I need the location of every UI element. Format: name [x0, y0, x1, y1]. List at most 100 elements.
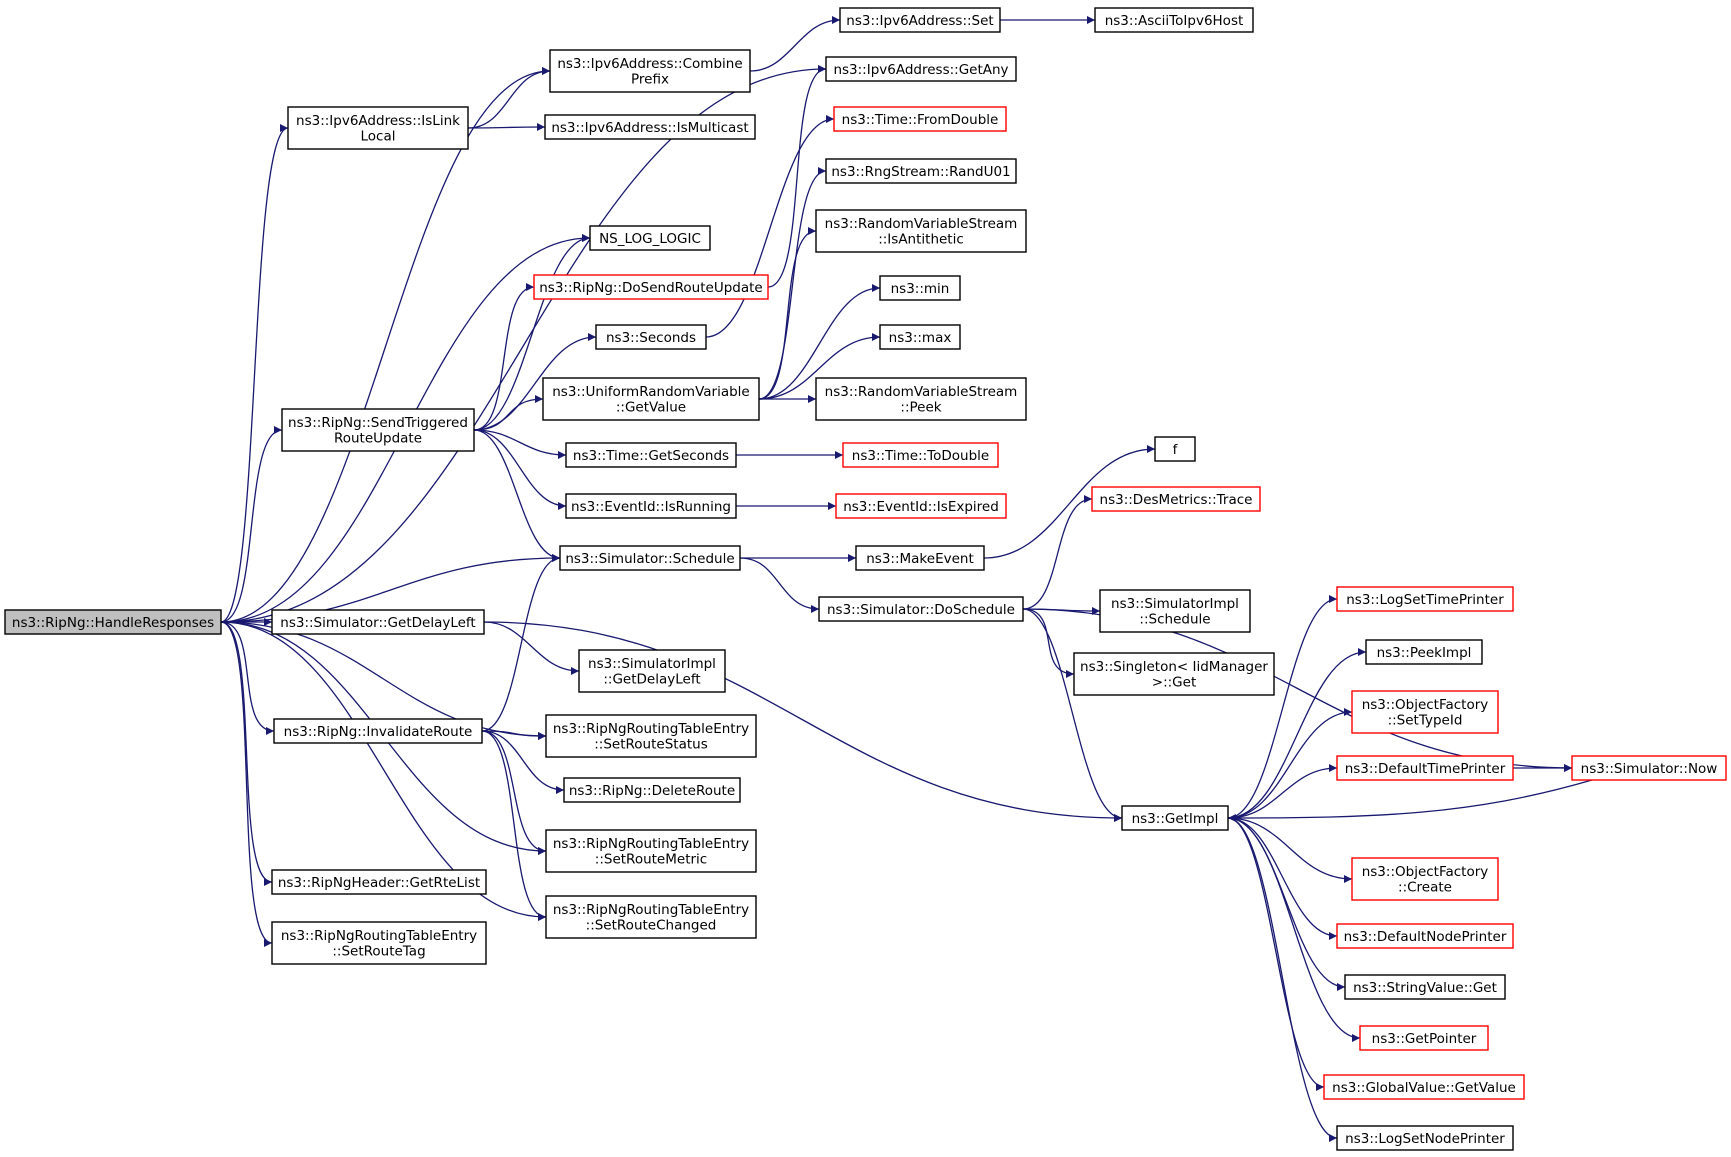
node-label: ::SetRouteMetric: [595, 852, 707, 868]
node-ns3-simulator-now[interactable]: ns3::Simulator::Now: [1571, 755, 1727, 781]
node-ns3-max[interactable]: ns3::max: [879, 324, 961, 350]
node-ns3-time-fromdouble[interactable]: ns3::Time::FromDouble: [833, 106, 1007, 132]
edge-sendtrig-to-urv: [473, 395, 544, 431]
node-label: ns3::Ipv6Address::GetAny: [833, 62, 1008, 78]
edge-getimpl-to-gvget: [1227, 817, 1325, 1091]
node-ns3-singleton-iidmanager-get[interactable]: ns3::Singleton< IidManager>::Get: [1073, 652, 1275, 696]
node-box: [1336, 755, 1514, 781]
node-ns3-simulator-schedule[interactable]: ns3::Simulator::Schedule: [559, 545, 741, 571]
node-ns3-logsetnodeprinter[interactable]: ns3::LogSetNodePrinter: [1336, 1125, 1514, 1151]
node-ns3-simulator-doschedule[interactable]: ns3::Simulator::DoSchedule: [818, 596, 1024, 622]
node-ns3-desmetrics-trace[interactable]: ns3::DesMetrics::Trace: [1091, 486, 1261, 512]
node-ns3-getpointer[interactable]: ns3::GetPointer: [1359, 1025, 1489, 1051]
node-ns3-min[interactable]: ns3::min: [879, 275, 961, 301]
node-box: [1121, 805, 1229, 831]
node-ns3-asciitoipv6host[interactable]: ns3::AsciiToIpv6Host: [1094, 7, 1254, 33]
node-ns3-ipv6address-set[interactable]: ns3::Ipv6Address::Set: [839, 7, 1001, 33]
node-box: [1336, 1125, 1514, 1151]
node-ns3-objectfactory-settypeid[interactable]: ns3::ObjectFactory::SetTypeId: [1351, 690, 1499, 734]
node-box: [1365, 639, 1483, 665]
node-ns3-ripng-dosendrouteupdate[interactable]: ns3::RipNg::DoSendRouteUpdate: [533, 274, 769, 300]
edge-sendtrig-to-sched: [473, 429, 561, 562]
node-label: ns3::Time::FromDouble: [842, 112, 999, 128]
node-label: ns3::Simulator::GetDelayLeft: [280, 615, 475, 631]
node-label: ns3::Time::GetSeconds: [573, 448, 729, 464]
node-ns3-simulator-getdelayleft[interactable]: ns3::Simulator::GetDelayLeft: [271, 609, 485, 635]
node-ns3-simulatorimpl-schedule[interactable]: ns3::SimulatorImpl::Schedule: [1099, 589, 1251, 633]
node-f[interactable]: f: [1154, 436, 1196, 462]
node-label: ns3::RandomVariableStream: [825, 216, 1018, 232]
node-label: ::IsAntithetic: [878, 232, 964, 248]
node-box: [825, 56, 1017, 82]
node-box: [1336, 923, 1514, 949]
node-label: ns3::RipNg::HandleResponses: [12, 615, 214, 631]
node-ns3-randomvariablestream-peek[interactable]: ns3::RandomVariableStream::Peek: [815, 377, 1027, 421]
node-ns3-ripngroutingtableentry-setroutechanged[interactable]: ns3::RipNgRoutingTableEntry::SetRouteCha…: [545, 895, 757, 939]
edge-seconds-to-fromdouble: [705, 115, 835, 338]
node-box: [1351, 857, 1499, 901]
node-label: Prefix: [631, 72, 669, 88]
node-label: ns3::AsciiToIpv6Host: [1105, 13, 1244, 29]
node-box: [1336, 586, 1514, 612]
node-box: [842, 442, 999, 468]
node-box: [563, 777, 741, 803]
edge-getimpl-to-objfacttype: [1227, 708, 1353, 819]
edge-combine-to-set: [749, 16, 841, 72]
node-ns3-seconds[interactable]: ns3::Seconds: [595, 324, 707, 350]
edge-getdelay-to-getimpl: [483, 621, 1123, 822]
node-ns3-eventid-isrunning[interactable]: ns3::EventId::IsRunning: [565, 493, 737, 519]
node-ns3-getimpl[interactable]: ns3::GetImpl: [1121, 805, 1229, 831]
edge-handle-to-getrte: [220, 621, 273, 886]
node-ns3-defaulttimeprinter[interactable]: ns3::DefaultTimePrinter: [1336, 755, 1514, 781]
node-ns3-eventid-isexpired[interactable]: ns3::EventId::IsExpired: [835, 493, 1007, 519]
node-ns3-ripngroutingtableentry-setroutetag[interactable]: ns3::RipNgRoutingTableEntry::SetRouteTag: [271, 921, 487, 965]
node-ns-log-logic[interactable]: NS_LOG_LOGIC: [589, 225, 711, 251]
node-ns3-ripng-deleteroute[interactable]: ns3::RipNg::DeleteRoute: [563, 777, 741, 803]
edge-invroute-to-setchanged: [481, 730, 547, 921]
node-ns3-ripng-invalidateroute[interactable]: ns3::RipNg::InvalidateRoute: [273, 718, 483, 744]
node-ns3-ripngroutingtableentry-setroutemetric[interactable]: ns3::RipNgRoutingTableEntry::SetRouteMet…: [545, 829, 757, 873]
edge-getdelay-to-simimpldelay: [483, 621, 580, 675]
node-ns3-randomvariablestream-isantithetic[interactable]: ns3::RandomVariableStream::IsAntithetic: [815, 209, 1027, 253]
node-label: ::GetDelayLeft: [603, 672, 700, 688]
node-ns3-peekimpl[interactable]: ns3::PeekImpl: [1365, 639, 1483, 665]
node-box: [879, 324, 961, 350]
node-ns3-time-todouble[interactable]: ns3::Time::ToDouble: [842, 442, 999, 468]
node-ns3-stringvalue-get[interactable]: ns3::StringValue::Get: [1344, 974, 1506, 1000]
node-ns3-ripng-handleresponses[interactable]: ns3::RipNg::HandleResponses: [4, 609, 222, 635]
node-box: [1094, 7, 1254, 33]
node-label: ns3::Simulator::Now: [1581, 761, 1718, 777]
node-label: ns3::DesMetrics::Trace: [1100, 492, 1253, 508]
node-box: [559, 545, 741, 571]
node-ns3-ripngheader-getrtelist[interactable]: ns3::RipNgHeader::GetRteList: [271, 869, 487, 895]
node-ns3-simulatorimpl-getdelayleft[interactable]: ns3::SimulatorImpl::GetDelayLeft: [578, 649, 726, 693]
edge-sendtrig-to-seconds: [473, 333, 597, 431]
node-box: [815, 377, 1027, 421]
node-ns3-ipv6address-ismulticast[interactable]: ns3::Ipv6Address::IsMulticast: [544, 114, 756, 140]
node-ns3-globalvalue-getvalue[interactable]: ns3::GlobalValue::GetValue: [1323, 1074, 1525, 1100]
node-label: ns3::GlobalValue::GetValue: [1332, 1080, 1516, 1096]
node-ns3-logsettimeprinter[interactable]: ns3::LogSetTimePrinter: [1336, 586, 1514, 612]
node-box: [545, 829, 757, 873]
node-label: ns3::DefaultTimePrinter: [1345, 761, 1506, 777]
node-ns3-makeevent[interactable]: ns3::MakeEvent: [855, 545, 985, 571]
node-ns3-ripngroutingtableentry-setroutestatus[interactable]: ns3::RipNgRoutingTableEntry::SetRouteSta…: [545, 714, 757, 758]
node-box: [825, 158, 1017, 184]
node-label: ns3::GetPointer: [1372, 1031, 1477, 1047]
node-box: [595, 324, 707, 350]
node-label: ns3::EventId::IsExpired: [843, 499, 999, 515]
node-ns3-objectfactory-create[interactable]: ns3::ObjectFactory::Create: [1351, 857, 1499, 901]
node-ns3-defaultnodeprinter[interactable]: ns3::DefaultNodePrinter: [1336, 923, 1514, 949]
node-ns3-uniformrandomvariable-getvalue[interactable]: ns3::UniformRandomVariable::GetValue: [542, 377, 760, 421]
node-ns3-ipv6address-getany[interactable]: ns3::Ipv6Address::GetAny: [825, 56, 1017, 82]
node-ns3-time-getseconds[interactable]: ns3::Time::GetSeconds: [565, 442, 737, 468]
node-ns3-rngstream-randu01[interactable]: ns3::RngStream::RandU01: [825, 158, 1017, 184]
node-box: [565, 442, 737, 468]
node-label: ns3::EventId::IsRunning: [571, 499, 731, 515]
edge-handle-to-islink: [220, 124, 289, 623]
edge-getimpl-to-lognode: [1227, 817, 1338, 1142]
node-box: [815, 209, 1027, 253]
